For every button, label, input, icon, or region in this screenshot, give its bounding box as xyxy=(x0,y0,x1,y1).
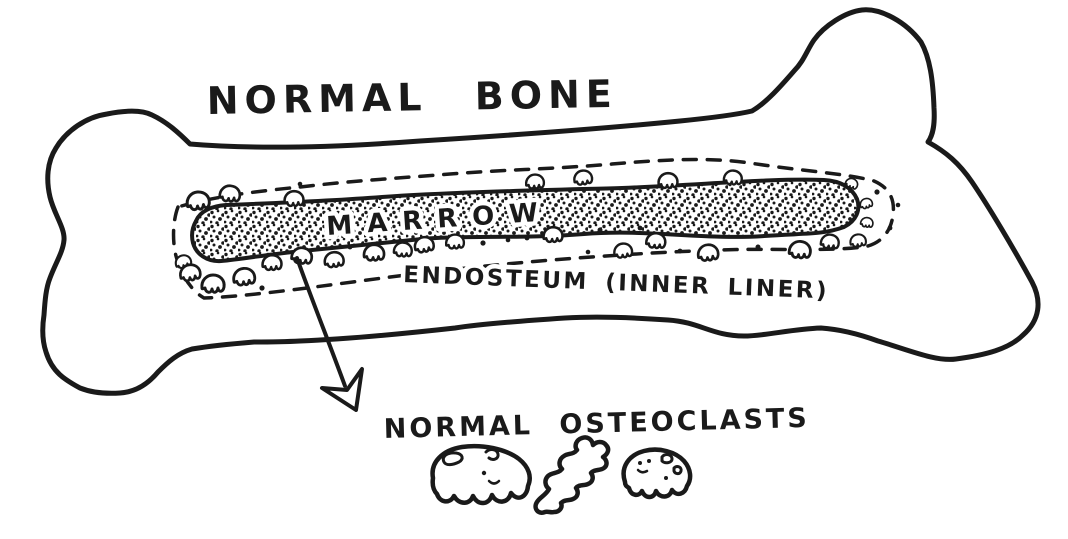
osteoclast-cell-right-smile xyxy=(636,468,649,474)
arrowhead xyxy=(320,367,364,412)
osteoclast-cell-right-spot2 xyxy=(672,465,683,476)
osteoclast-cell-right-eye1 xyxy=(638,461,642,465)
osteoclast-cell-left-spot2 xyxy=(484,448,500,461)
osteoclasts-label: NORMAL OSTEOCLASTS xyxy=(383,403,810,445)
marrow-shape xyxy=(190,177,861,264)
diagram-title: NORMAL BONE xyxy=(206,72,618,123)
endosteum-dashed-line xyxy=(171,157,896,300)
osteoclast-pointer-arrow xyxy=(295,256,364,412)
marrow-region: MARROW xyxy=(190,177,861,264)
osteoclast-cell-right-spot xyxy=(660,453,674,465)
osteoclast-cell-left-eye xyxy=(481,470,487,476)
osteoclast-cell-right-eye2 xyxy=(647,459,651,463)
osteoclast-cell-left-spot xyxy=(441,451,464,467)
osteoclast-cell-middle xyxy=(533,435,611,515)
osteoclast-cell-left-smile xyxy=(487,479,501,485)
osteoclast-cell-right-dot xyxy=(664,476,668,480)
scatter-dots xyxy=(259,181,901,291)
normal-osteoclast-cells-drawing xyxy=(430,435,693,515)
